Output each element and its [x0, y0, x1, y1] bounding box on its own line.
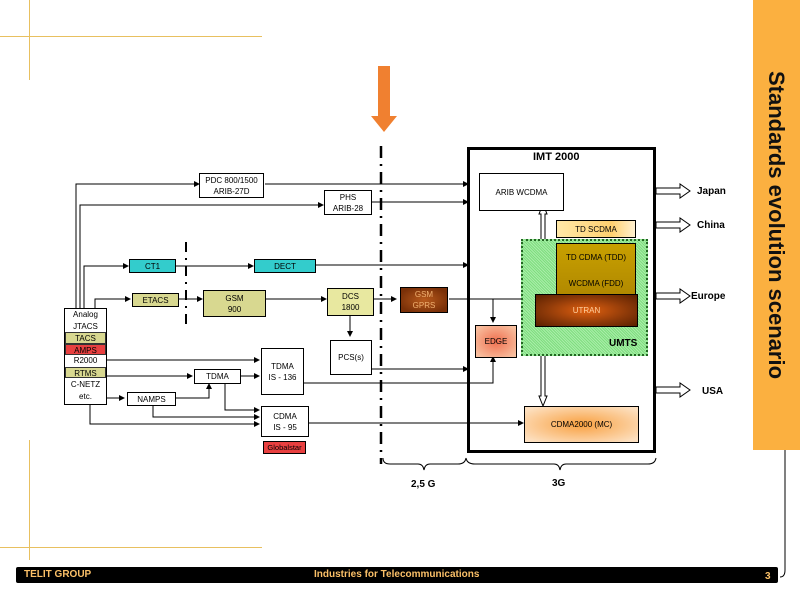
node-tdma: TDMA [194, 369, 241, 384]
orange-down-arrow [371, 66, 397, 132]
imt2000-frame [467, 147, 656, 453]
line-to-etacs [94, 296, 131, 310]
region-arrow-china [655, 217, 691, 233]
decor-line-bottom-v [29, 440, 30, 560]
node-pcs: PCS(s) [330, 340, 372, 375]
line-to-pdc [75, 181, 200, 310]
line-to-ct1 [83, 263, 129, 310]
brace-3g [465, 457, 657, 471]
node-utran: UTRAN [535, 294, 638, 327]
footer-company: TELIT GROUP [24, 569, 92, 580]
node-etacs: ETACS [132, 293, 179, 307]
decor-line-top-h [0, 36, 262, 37]
node-edge: EDGE [475, 325, 517, 358]
line-is136-edge [304, 356, 496, 384]
footer-tagline: Industries for Telecommunications [314, 569, 480, 580]
node-dect: DECT [254, 259, 316, 273]
brace-2-5g [382, 457, 467, 471]
node-arib-wcdma: ARIB WCDMA [479, 173, 564, 211]
legacy-stack: Analog JTACS TACS AMPS R2000 RTMS C-NETZ… [64, 308, 107, 405]
stack-item-analog: Analog [73, 310, 98, 319]
region-arrow-usa [655, 382, 691, 398]
line-to-phs [79, 202, 324, 310]
node-ct1: CT1 [129, 259, 176, 273]
stack-item-rtms: RTMS [65, 366, 106, 378]
footer-bar: TELIT GROUP Industries for Telecommunica… [16, 567, 778, 583]
decor-line-top-v [29, 0, 30, 80]
stack-item-etc: etc. [79, 392, 92, 401]
region-japan: Japan [697, 186, 726, 197]
page-number: 3 [765, 571, 771, 582]
region-arrow-japan [655, 183, 691, 199]
region-usa: USA [702, 386, 724, 397]
line-cnetz-cdma [89, 405, 260, 427]
decor-line-bottom-h [0, 547, 262, 548]
generation-3g: 3G [552, 478, 566, 489]
page-connector [779, 450, 786, 578]
line-namps-cdma [152, 404, 260, 420]
generation-2-5g: 2,5 G [411, 479, 436, 490]
stack-item-r2000: R2000 [73, 356, 98, 365]
node-td-scdma: TD SCDMA [556, 220, 636, 238]
region-europe: Europe [691, 291, 726, 302]
stack-item-cnetz: C-NETZ [70, 380, 101, 389]
node-td-cdma-wcdma: TD CDMA (TDD)WCDMA (FDD) [556, 243, 636, 298]
node-cdma2000: CDMA2000 (MC) [524, 406, 639, 443]
imt2000-label: IMT 2000 [533, 151, 580, 163]
line-tdma-cdma [224, 383, 260, 413]
umts-label: UMTS [609, 338, 638, 349]
stack-item-amps: AMPS [65, 343, 106, 355]
region-china: China [697, 220, 725, 231]
region-arrow-europe [655, 288, 691, 304]
title-band [753, 0, 800, 450]
node-namps: NAMPS [127, 392, 176, 406]
stack-item-jtacs: JTACS [73, 321, 98, 331]
stack-item-tacs: TACS [65, 332, 106, 344]
line-namps-tdma [176, 383, 212, 399]
node-globalstar: Globalstar [263, 441, 306, 454]
